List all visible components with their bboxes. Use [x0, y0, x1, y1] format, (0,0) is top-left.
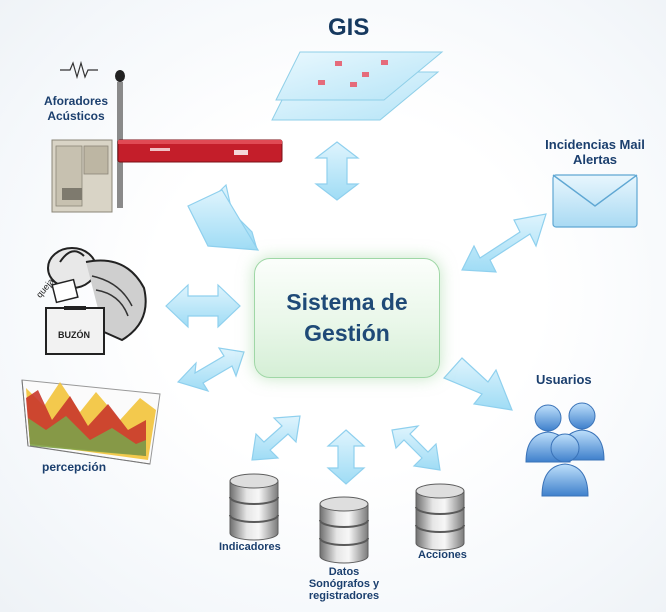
perception-chart-icon — [21, 379, 161, 465]
mail-label-line1: Incidencias Mail — [545, 137, 645, 152]
arrow-center-acciones — [391, 425, 441, 471]
aforadores-label: Aforadores Acústicos — [36, 94, 116, 124]
arrow-center-datos — [326, 429, 366, 485]
datos-label-line1: Datos — [328, 566, 360, 578]
sistema-de-gestion-box: Sistema de Gestión — [254, 258, 440, 378]
users-group-icon — [525, 402, 605, 497]
complaint-box-icon — [45, 247, 147, 355]
usuarios-label: Usuarios — [536, 372, 592, 387]
arrow-center-indicadores — [251, 415, 301, 461]
percepcion-label: percepción — [42, 460, 107, 474]
aforadores-label-line2: Acústicos — [47, 109, 105, 123]
arrow-aforadores-center — [187, 183, 260, 251]
arrow-center-usuarios — [442, 357, 513, 411]
database-icon-indicadores — [229, 473, 279, 541]
arrow-percepcion-center — [176, 347, 245, 393]
mail-label: Incidencias Mail Alertas — [536, 137, 654, 167]
datos-label-line3: registradores — [308, 590, 380, 602]
aforadores-label-line1: Aforadores — [43, 94, 108, 108]
mail-label-line2: Alertas — [572, 152, 618, 167]
indicadores-label: Indicadores — [219, 541, 281, 553]
datos-label-line2: Sonógrafos y — [308, 578, 380, 590]
arrow-gis-center — [314, 141, 360, 201]
gis-map-layers-icon — [271, 51, 444, 121]
arrow-mail-center — [461, 213, 547, 273]
database-icon-datos — [319, 496, 369, 564]
gis-label: GIS — [328, 14, 370, 41]
arrow-buzon-center — [165, 283, 241, 329]
database-icon-acciones — [415, 483, 465, 551]
datos-label: Datos Sonógrafos y registradores — [292, 566, 396, 602]
acciones-label: Acciones — [418, 549, 467, 561]
sistema-de-gestion-title: Sistema de Gestión — [286, 288, 408, 346]
mail-envelope-icon — [552, 174, 638, 228]
buzon-sign: BUZÓN — [58, 330, 90, 340]
sound-level-meter-icon — [51, 60, 283, 213]
